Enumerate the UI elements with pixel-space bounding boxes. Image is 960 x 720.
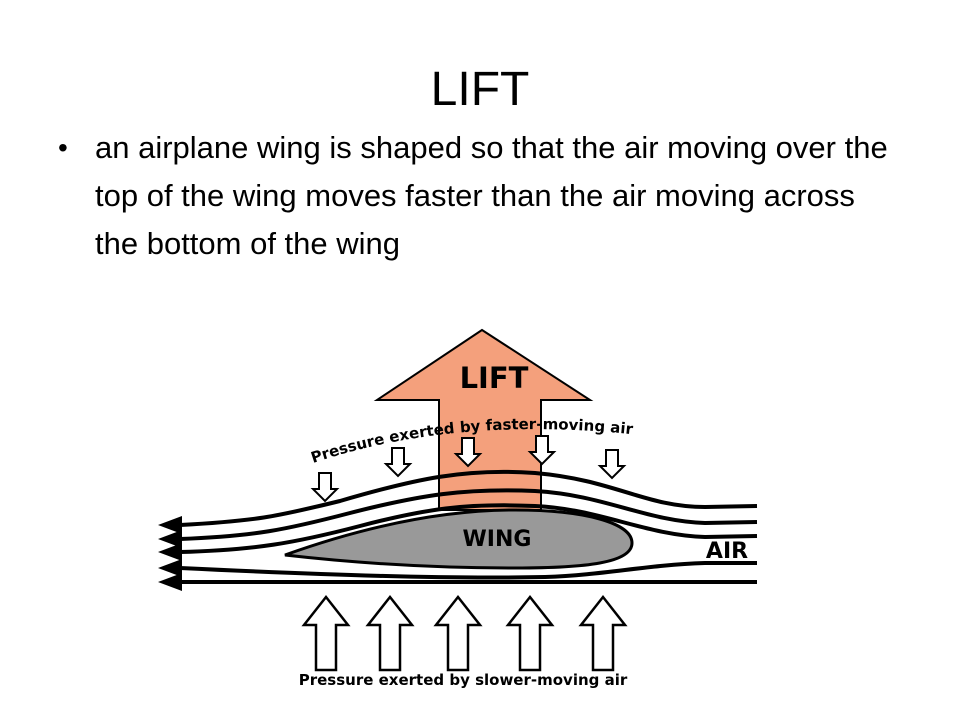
airflow-top-line-3 xyxy=(179,503,758,554)
pressure-down-arrow xyxy=(599,449,625,479)
pressure-up-arrow xyxy=(434,595,482,672)
pressure-up-arrow xyxy=(579,595,627,672)
airflow-arrowhead xyxy=(158,543,182,561)
slide-title: LIFT xyxy=(430,63,530,117)
airflow-top-line-1 xyxy=(179,469,758,527)
airflow-arrowhead xyxy=(158,530,182,548)
bullet-text: an airplane wing is shaped so that the a… xyxy=(95,130,888,261)
bottom-pressure-label: Pressure exerted by slower-moving air xyxy=(299,671,628,689)
airflow-top-line-2 xyxy=(179,488,758,541)
pressure-down-arrow xyxy=(312,472,338,502)
wing-label: WING xyxy=(463,527,532,552)
bullet-list: • an airplane wing is shaped so that the… xyxy=(58,124,898,268)
pressure-down-arrow xyxy=(385,447,411,477)
bullet-item: • an airplane wing is shaped so that the… xyxy=(58,124,898,268)
airflow-arrowhead xyxy=(158,559,182,577)
pressure-up-arrow xyxy=(506,595,554,672)
wing-shape xyxy=(284,508,634,570)
air-label: AIR xyxy=(706,539,748,564)
airflow-bottom-line-1 xyxy=(179,561,757,580)
pressure-up-arrow xyxy=(302,595,350,672)
lift-arrow-label: LIFT xyxy=(460,361,529,395)
bullet-dot: • xyxy=(58,132,68,163)
airflow-arrowhead xyxy=(158,516,182,534)
lift-diagram: LIFT WING AIR Pressure exerted by faster… xyxy=(158,328,758,689)
airflow-arrowhead xyxy=(158,573,182,591)
pressure-up-arrow xyxy=(366,595,414,672)
